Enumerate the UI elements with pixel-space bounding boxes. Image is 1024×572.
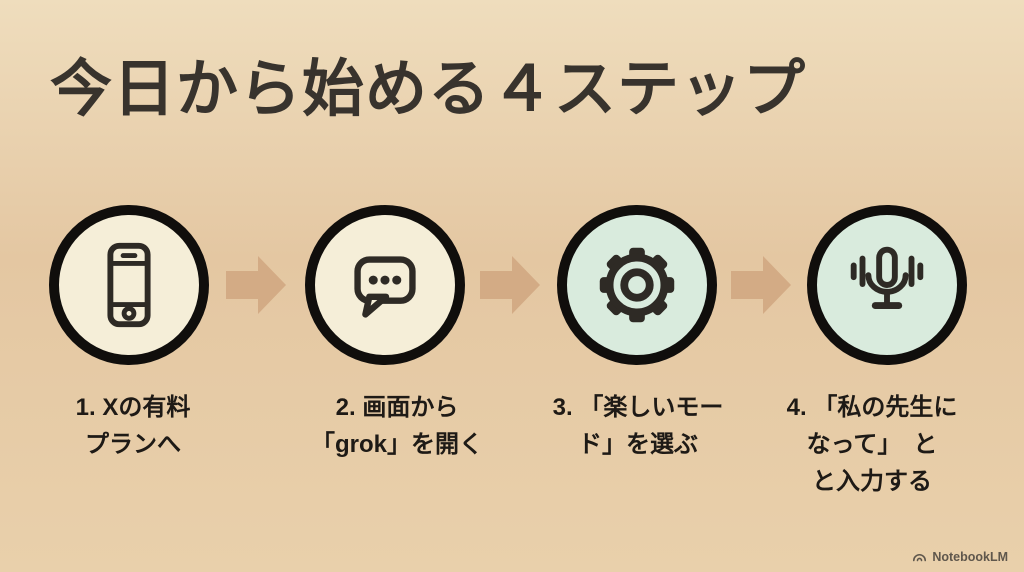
step-label-line: プランへ xyxy=(84,431,181,458)
step-2-circle xyxy=(305,205,465,365)
step-label-line: 3. 「楽しいモー xyxy=(552,394,724,421)
page-title: 今日から始める４ステップ xyxy=(50,55,807,124)
step-1-circle xyxy=(49,205,209,365)
step-3-circle xyxy=(557,205,717,365)
step-label-line: ド」を選ぶ xyxy=(578,431,698,458)
step-label-line: 「grok」を開く xyxy=(310,431,484,458)
step-1-label: 1. Xの有料 プランへ xyxy=(76,389,191,463)
gear-icon xyxy=(599,247,675,323)
right-arrow-icon xyxy=(480,256,540,314)
right-arrow-icon xyxy=(731,256,791,314)
step-label-line: 2. 画面から xyxy=(335,394,459,421)
step-label-line: 1. Xの有料 xyxy=(75,394,191,421)
step-label-line: なって」 と xyxy=(806,431,938,458)
watermark: NotebookLM xyxy=(912,549,1008,564)
step-label-line: と入力する xyxy=(812,468,932,495)
step-4-circle xyxy=(807,205,967,365)
step-2-label: 2. 画面から 「grok」を開く xyxy=(311,389,483,463)
watermark-label: NotebookLM xyxy=(932,549,1008,564)
microphone-icon xyxy=(850,246,924,310)
step-3-label: 3. 「楽しいモー ド」を選ぶ xyxy=(553,389,724,463)
notebooklm-logo-icon xyxy=(913,553,927,562)
step-4-label: 4. 「私の先生に なって」 と と入力する xyxy=(787,389,958,500)
chat-bubble-icon xyxy=(354,256,416,318)
smartphone-icon xyxy=(107,242,151,328)
right-arrow-icon xyxy=(226,256,286,314)
step-label-line: 4. 「私の先生に xyxy=(786,394,958,421)
